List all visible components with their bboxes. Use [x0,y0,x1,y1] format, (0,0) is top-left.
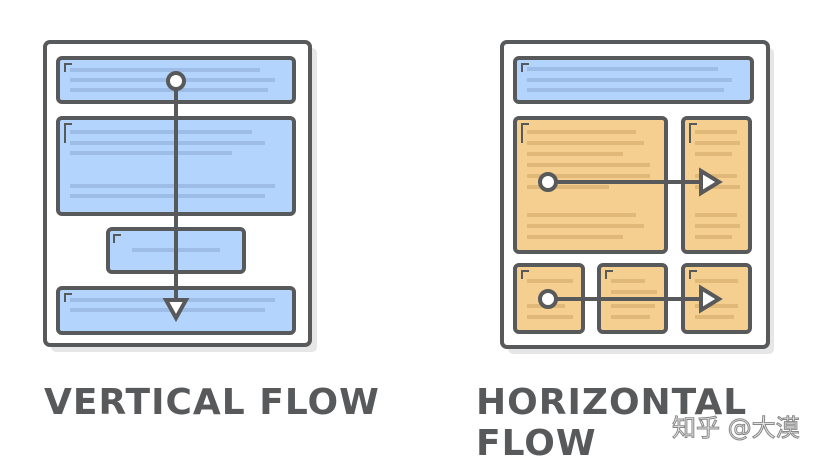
flow-start-circle [538,172,558,192]
horizontal-flow-diagram [500,40,774,354]
watermark: 知乎 @大漠 [672,414,801,443]
vertical-flow-title: VERTICAL FLOW [44,382,380,423]
arrow-right-icon [699,167,723,197]
flow-start-circle [538,289,558,309]
horizontal-flow-title: HORIZONTAL FLOW [476,382,748,464]
arrow-right-icon [699,284,723,314]
arrow-down-icon [162,298,190,323]
flow-start-circle [166,71,186,91]
vertical-flow-diagram [43,40,317,352]
